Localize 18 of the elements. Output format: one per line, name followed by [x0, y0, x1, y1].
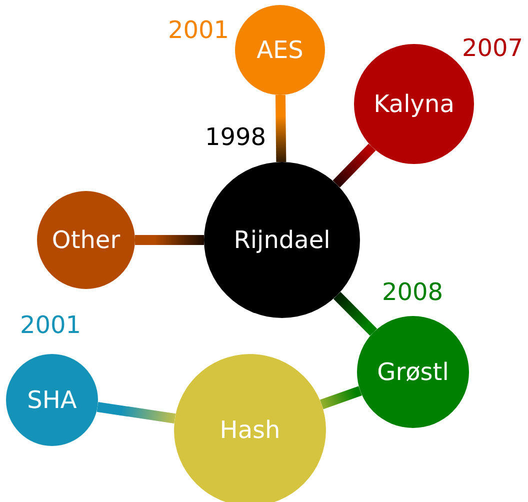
connector — [135, 235, 204, 245]
topic-label: Kalyna — [374, 89, 454, 120]
topic-label: Rijndael — [234, 225, 330, 256]
year-label: 1998 — [205, 125, 266, 149]
topic-label: Hash — [220, 415, 280, 446]
connector — [275, 94, 286, 162]
year-label: 2008 — [382, 280, 444, 304]
connector — [96, 402, 176, 424]
connector — [333, 292, 378, 336]
topic-label: SHA — [27, 385, 77, 416]
connector — [320, 386, 362, 410]
year-label: 2007 — [462, 36, 524, 60]
year-label: 2001 — [20, 313, 82, 337]
topic-label: Grøstl — [377, 357, 449, 388]
year-label: 2001 — [168, 18, 230, 42]
connector — [332, 144, 376, 188]
topic-label: AES — [256, 35, 304, 66]
topic-label: Other — [52, 225, 120, 256]
